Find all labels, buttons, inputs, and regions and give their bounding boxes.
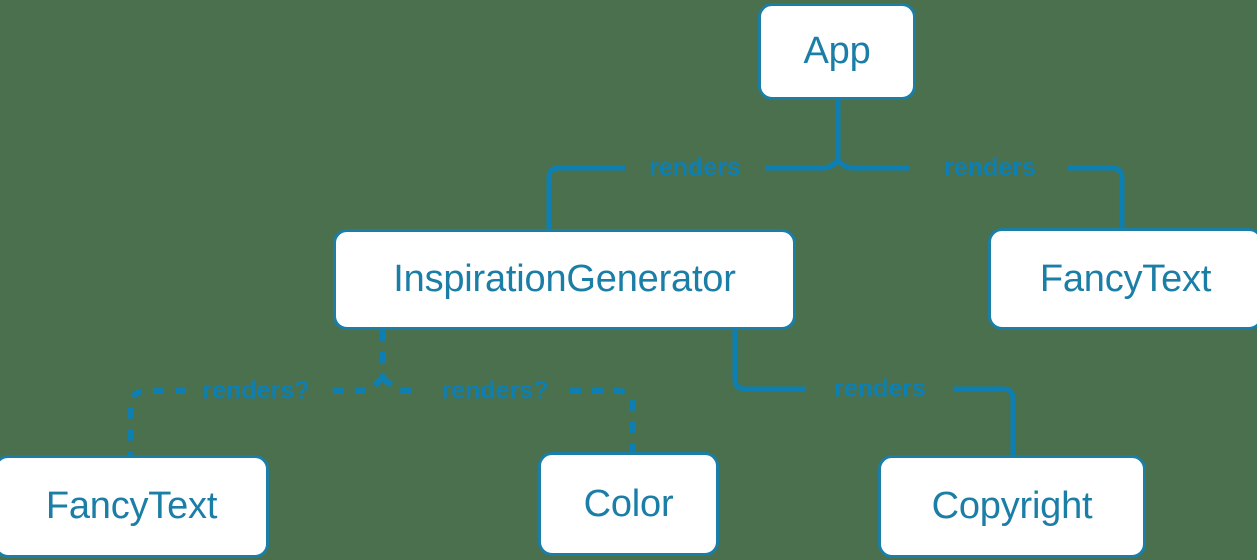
edge-inspirationgenerator-to-color [381, 375, 420, 394]
node-copyright-label: Copyright [931, 485, 1093, 527]
edge-label-app-to-inspirationgenerator: renders [649, 153, 741, 182]
edge-label-inspirationgenerator-to-color: renders? [441, 376, 549, 405]
node-inspirationgenerator-label: InspirationGenerator [393, 258, 736, 300]
edge-label-app-to-fancytext: renders [944, 153, 1036, 182]
edge-app-to-fancytext-tail [1068, 165, 1125, 228]
edge-inspirationgenerator-to-fancytext-tail [128, 388, 186, 455]
edge-app-to-fancytext [836, 158, 910, 171]
node-fancytext-right-label: FancyText [1039, 257, 1212, 300]
node-color[interactable]: Color [538, 452, 719, 556]
edge-label-inspirationgenerator-to-copyright: renders [834, 374, 926, 403]
node-fancytext-right[interactable]: FancyText [988, 228, 1257, 330]
node-inspirationgenerator[interactable]: InspirationGenerator [333, 229, 796, 330]
node-fancytext-bottom-label: FancyText [45, 485, 218, 527]
edge-app-to-inspirationgenerator [766, 158, 840, 171]
edge-label-inspirationgenerator-to-fancytext: renders? [202, 376, 310, 405]
edge-inspirationgenerator-to-copyright-tail [953, 386, 1016, 455]
node-color-label: Color [583, 482, 674, 525]
edge-inspirationgenerator-to-fancytext [325, 375, 385, 394]
edge-app-to-inspirationgenerator-tail [546, 165, 625, 230]
edge-inspirationgenerator-to-color-tail [570, 388, 636, 455]
node-fancytext-bottom[interactable]: FancyText [0, 455, 269, 558]
node-app-label: App [803, 30, 871, 72]
node-app[interactable]: App [758, 3, 916, 100]
edge-inspirationgenerator-to-copyright [732, 330, 805, 392]
node-copyright[interactable]: Copyright [878, 455, 1146, 558]
